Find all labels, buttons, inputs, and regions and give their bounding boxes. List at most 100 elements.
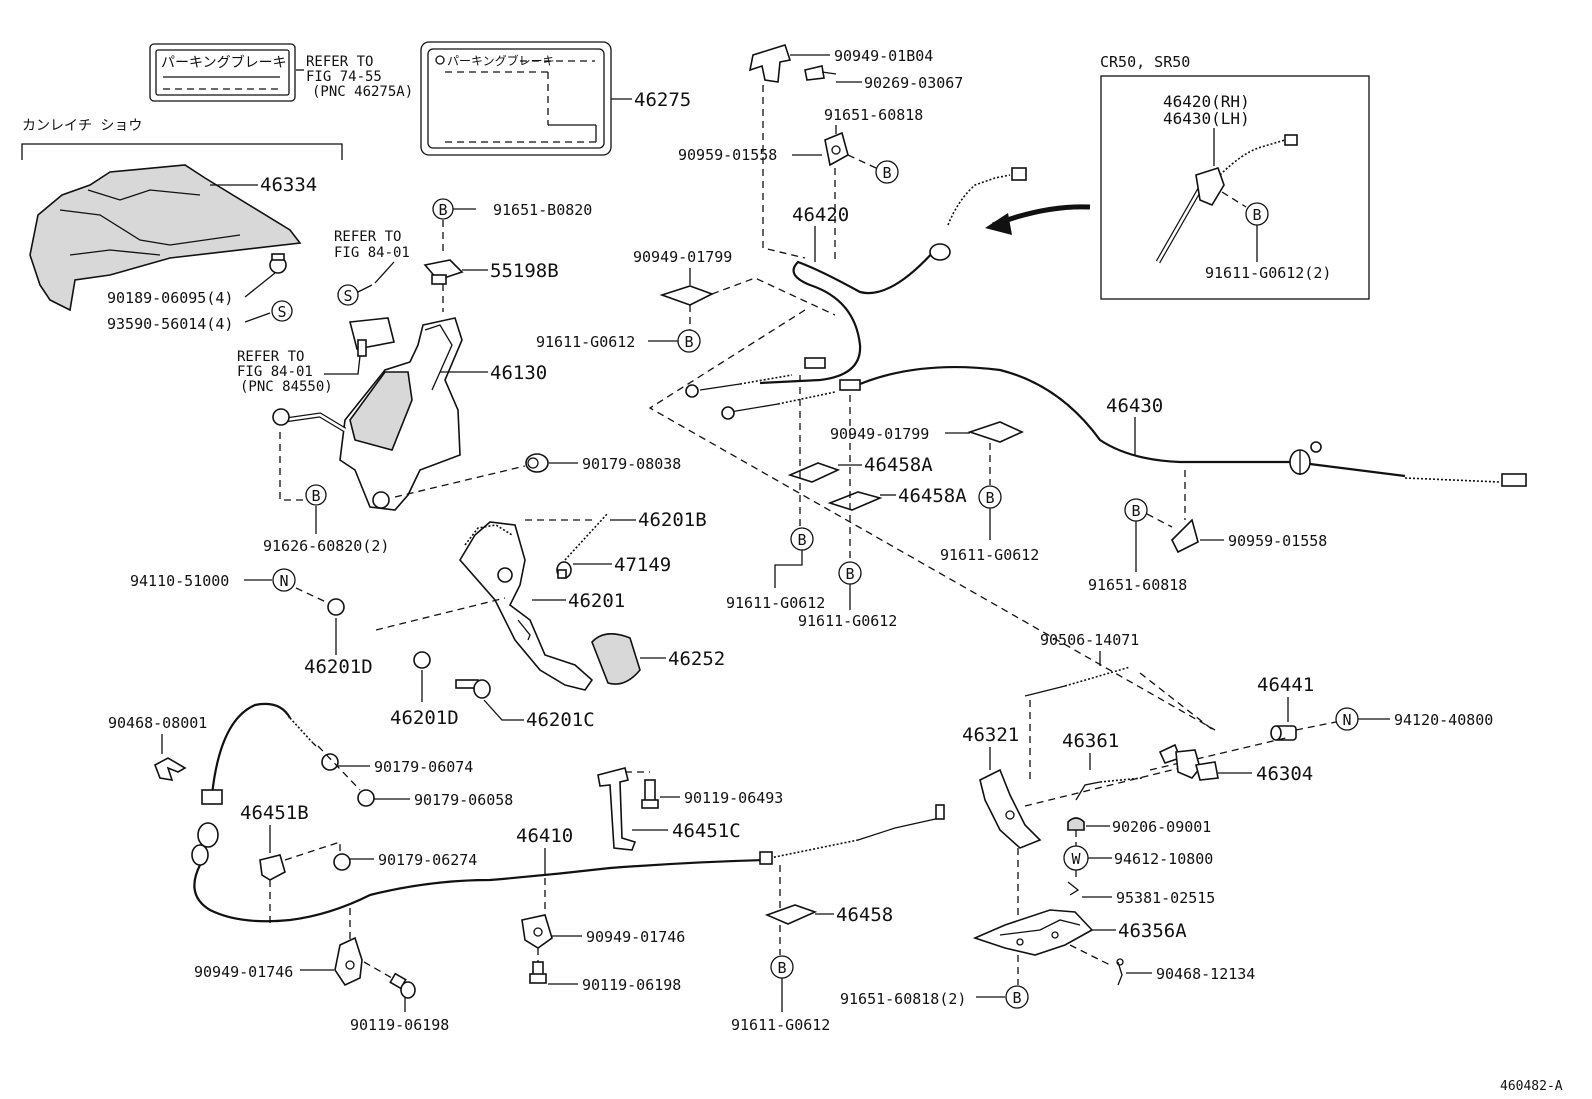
pn-91611-g0612-d: 91611-G0612	[798, 612, 897, 630]
pn-46451b: 46451B	[240, 802, 309, 824]
switch-refer-84550	[348, 317, 395, 357]
bolt-46201c	[455, 679, 491, 699]
svg-text:B: B	[1012, 989, 1021, 1007]
pn-46321: 46321	[962, 724, 1019, 746]
inset-box-cr50-sr50	[1100, 75, 1370, 300]
clip-90468-08001	[154, 757, 187, 782]
release-cable	[191, 702, 945, 923]
pin-95381	[1067, 881, 1080, 896]
parking-brake-label-large: パーキングブレーキ	[420, 41, 612, 156]
svg-text:B: B	[797, 531, 806, 549]
svg-text:B: B	[1252, 206, 1261, 224]
pn-91651-b0820: 91651-B0820	[493, 201, 592, 219]
pn-46410: 46410	[516, 825, 573, 847]
rod-46361	[1075, 777, 1143, 801]
nut-90179-08038	[525, 453, 549, 473]
svg-text:B: B	[777, 959, 786, 977]
bracket-46356a	[972, 909, 1094, 956]
pn-46252: 46252	[668, 648, 725, 670]
pn-90179-06274: 90179-06274	[378, 851, 477, 869]
diagram-id: 460482-A	[1500, 1079, 1563, 1094]
pn-94612-10800: 94612-10800	[1114, 850, 1213, 868]
nut-90179-06274	[333, 853, 351, 871]
nut-90179-06074	[321, 753, 339, 771]
svg-text:S: S	[277, 303, 286, 321]
pn-91611-g0612-b: 91611-G0612	[940, 546, 1039, 564]
symbol-b-91651-60818-a: B	[875, 160, 899, 184]
pn-90949-01746-a: 90949-01746	[586, 928, 685, 946]
bushing-46201d-a	[327, 598, 345, 616]
pn-90189-06095: 90189-06095(4)	[107, 289, 233, 307]
svg-text:N: N	[279, 572, 288, 590]
pn-46201d-b: 46201D	[390, 707, 459, 729]
cable-46430	[721, 366, 1527, 487]
pn-94120-40800: 94120-40800	[1394, 711, 1493, 729]
pn-90949-01799-a: 90949-01799	[633, 248, 732, 266]
bolt-90119-06493	[641, 779, 659, 809]
symbol-b-91651-60818-b: B	[1124, 498, 1148, 522]
clamp-90949-01746-b	[334, 936, 363, 987]
nut-46441	[1270, 725, 1297, 741]
pn-91651-60818-a: 91651-60818	[824, 106, 923, 124]
pn-46420: 46420	[792, 204, 849, 226]
pn-90959-01558-b: 90959-01558	[1228, 532, 1327, 550]
pn-90506-14071: 90506-14071	[1040, 631, 1139, 649]
parking-brake-label-small: パーキングブレーキ	[149, 43, 296, 102]
section-title-cold-region: カンレイチ ショウ	[22, 118, 142, 134]
pn-95381-02515: 95381-02515	[1116, 889, 1215, 907]
pn-46361: 46361	[1062, 730, 1119, 752]
equalizer-46321	[979, 768, 1042, 849]
refer-fig-74-55-note: REFER TO FIG 74-55 (PNC 46275A)	[306, 54, 413, 100]
pn-90119-06198-b: 90119-06198	[350, 1016, 449, 1034]
floor-insulator-46334	[29, 164, 302, 312]
symbol-w-94612: W	[1063, 845, 1089, 871]
svg-text:B: B	[438, 201, 447, 219]
pn-46458: 46458	[836, 904, 893, 926]
pn-46451c: 46451C	[672, 820, 741, 842]
svg-text:B: B	[845, 565, 854, 583]
pn-90179-08038: 90179-08038	[582, 455, 681, 473]
symbol-b-91611-d: B	[838, 561, 862, 585]
clip-46458	[764, 904, 818, 925]
screw-90269	[804, 65, 837, 81]
symbol-b-91651-60818-c: B	[1005, 985, 1029, 1009]
symbol-b-91626: B	[305, 484, 327, 506]
pn-91611-g0612-e: 91611-G0612	[731, 1016, 830, 1034]
pn-90949-01746-b: 90949-01746	[194, 963, 293, 981]
svg-text:B: B	[684, 333, 693, 351]
symbol-n-94120: N	[1335, 707, 1359, 731]
clip-46458a-a	[787, 462, 841, 483]
symbol-n-94110: N	[272, 568, 296, 592]
symbol-s-93590: S	[271, 300, 293, 322]
symbol-b-91611-e: B	[770, 955, 794, 979]
pedal-arm-46201	[459, 521, 594, 691]
pn-90206-09001: 90206-09001	[1112, 818, 1211, 836]
pn-46201c: 46201C	[526, 709, 595, 731]
inset-46420-rh: 46420(RH)	[1163, 92, 1250, 111]
clip-46458a-b	[827, 491, 883, 511]
pn-55198b: 55198B	[490, 260, 559, 282]
bushing-46201d-b	[413, 651, 431, 669]
cable-46420	[685, 167, 1027, 398]
pedal-pad-46252	[591, 633, 641, 685]
pn-90119-06493: 90119-06493	[684, 789, 783, 807]
svg-text:B: B	[882, 164, 891, 182]
pn-94110-51000: 94110-51000	[130, 572, 229, 590]
pn-46441: 46441	[1257, 674, 1314, 696]
spring-46201b	[564, 512, 609, 561]
pn-91626-60820: 91626-60820(2)	[263, 537, 389, 555]
pn-46458a-b: 46458A	[898, 485, 967, 507]
refer-fig-84-01-note-b: REFER TO FIG 84-01 (PNC 84550)	[237, 349, 333, 395]
pn-90179-06074: 90179-06074	[374, 758, 473, 776]
svg-text:B: B	[311, 487, 320, 505]
pn-90949-01b04: 90949-01B04	[834, 47, 933, 65]
pn-91611-g0612-c: 91611-G0612	[726, 594, 825, 612]
pn-90949-01799-b: 90949-01799	[830, 425, 929, 443]
inset-pn-91611-g0612: 91611-G0612(2)	[1205, 264, 1331, 282]
pn-46201: 46201	[568, 590, 625, 612]
svg-text:W: W	[1071, 850, 1081, 868]
pn-46201b: 46201B	[638, 509, 707, 531]
inset-cable-end	[1155, 134, 1298, 264]
symbol-b-91611-a: B	[677, 329, 701, 353]
clamp-90959-a	[824, 131, 849, 167]
